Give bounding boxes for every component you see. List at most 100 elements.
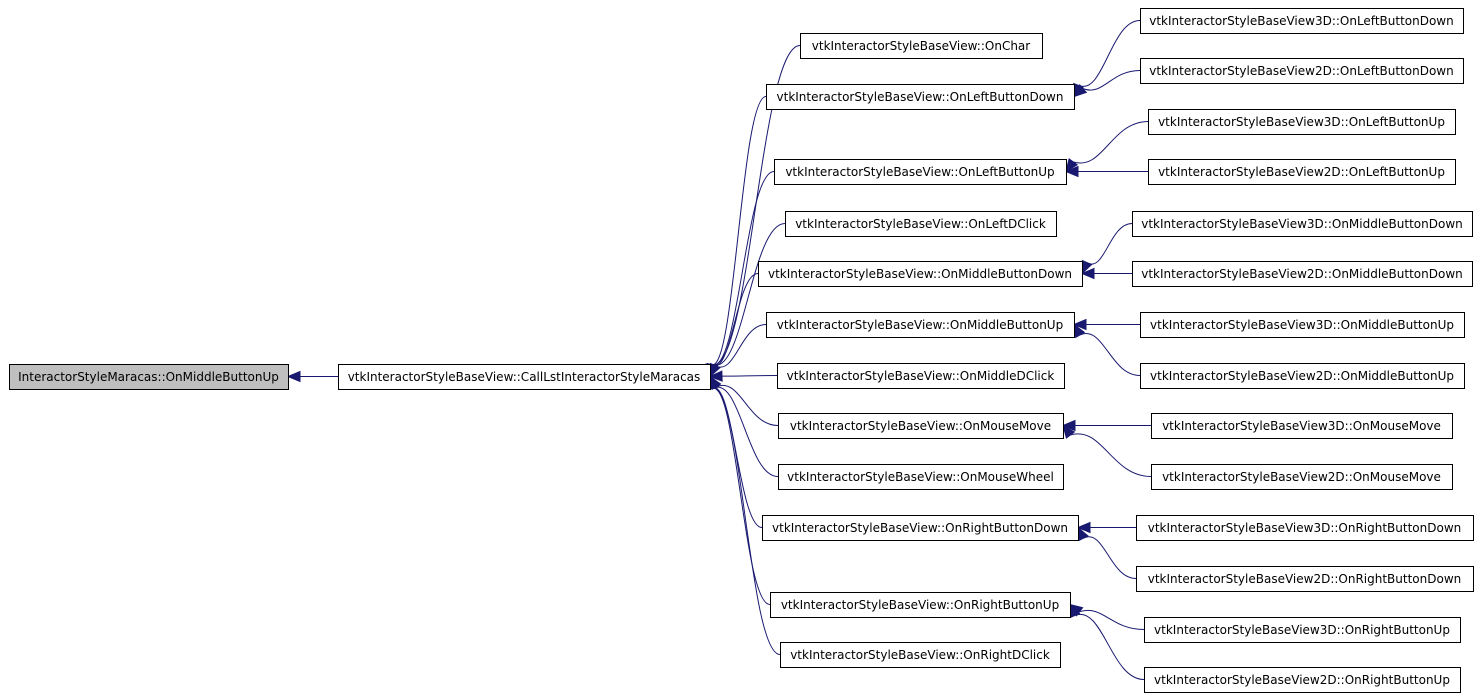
edge-line	[710, 96, 767, 366]
arrowhead-icon	[1073, 83, 1088, 98]
edge-v3d_rightdown-to-onrightdown	[1076, 521, 1137, 534]
arrowhead-icon	[1061, 419, 1076, 432]
edge-layer	[286, 20, 1152, 680]
node-v2d_leftup[interactable]: vtkInteractorStyleBaseView2D::OnLeftButt…	[1148, 159, 1456, 185]
node-box	[778, 464, 1064, 490]
node-label: vtkInteractorStyleBaseView::OnMouseMove	[790, 419, 1051, 433]
node-label: vtkInteractorStyleBaseView::OnLeftButton…	[785, 165, 1054, 179]
node-box	[770, 592, 1071, 618]
edge-line	[1079, 332, 1141, 376]
edge-line	[1082, 70, 1141, 91]
node-box	[1148, 159, 1456, 185]
edge-v2d_middleup-to-onmiddleup	[1073, 323, 1141, 376]
edge-v2d_leftdown-to-onleftdown	[1073, 70, 1141, 98]
node-label: vtkInteractorStyleBaseView3D::OnRightBut…	[1154, 623, 1450, 637]
edge-onleftdown-to-call	[705, 96, 767, 378]
node-onmiddledown[interactable]: vtkInteractorStyleBaseView::OnMiddleButt…	[758, 261, 1083, 287]
edge-v2d_rightup-to-onrightup	[1069, 603, 1145, 680]
node-box	[9, 364, 289, 390]
node-label: vtkInteractorStyleBaseView::OnRightButto…	[781, 598, 1059, 612]
node-v2d_rightup[interactable]: vtkInteractorStyleBaseView2D::OnRightBut…	[1144, 667, 1461, 693]
edge-onmiddledclick-to-call	[708, 370, 778, 382]
node-v3d_rightup[interactable]: vtkInteractorStyleBaseView3D::OnRightBut…	[1144, 617, 1461, 643]
node-box	[774, 159, 1067, 185]
node-box	[1140, 8, 1464, 34]
edge-line	[721, 375, 778, 377]
node-label: vtkInteractorStyleBaseView::CallLstInter…	[348, 370, 701, 384]
node-label: vtkInteractorStyleBaseView::OnMiddleButt…	[768, 267, 1072, 281]
node-v2d_middleup[interactable]: vtkInteractorStyleBaseView2D::OnMiddleBu…	[1140, 363, 1465, 389]
edge-line	[1072, 121, 1149, 164]
node-box	[785, 211, 1057, 237]
node-onleftdown[interactable]: vtkInteractorStyleBaseView::OnLeftButton…	[766, 84, 1075, 110]
arrowhead-icon	[1076, 521, 1091, 534]
edge-v3d_leftdown-to-onleftdown	[1073, 20, 1141, 98]
edge-v3d_rightup-to-onrightup	[1068, 603, 1145, 630]
node-v2d_middledown[interactable]: vtkInteractorStyleBaseView2D::OnMiddleBu…	[1132, 261, 1473, 287]
edge-onmousemove-to-call	[709, 375, 779, 426]
node-box	[1140, 312, 1465, 338]
node-onrightdclick[interactable]: vtkInteractorStyleBaseView::OnRightDClic…	[780, 642, 1061, 668]
node-onmousewheel[interactable]: vtkInteractorStyleBaseView::OnMouseWheel	[778, 464, 1064, 490]
node-label: vtkInteractorStyleBaseView2D::OnMouseMov…	[1162, 470, 1441, 484]
node-v2d_leftdown[interactable]: vtkInteractorStyleBaseView2D::OnLeftButt…	[1140, 58, 1464, 84]
node-onmousemove[interactable]: vtkInteractorStyleBaseView::OnMouseMove	[778, 413, 1064, 439]
edge-line	[712, 273, 759, 367]
node-box	[777, 363, 1065, 389]
node-onleftdclick[interactable]: vtkInteractorStyleBaseView::OnLeftDClick	[785, 211, 1057, 237]
node-v2d_rightdown[interactable]: vtkInteractorStyleBaseView2D::OnRightBut…	[1136, 566, 1474, 592]
node-box	[780, 642, 1061, 668]
node-box	[1136, 566, 1474, 592]
node-label: vtkInteractorStyleBaseView2D::OnMiddleBu…	[1141, 267, 1463, 281]
node-onrightdown[interactable]: vtkInteractorStyleBaseView::OnRightButto…	[762, 515, 1079, 541]
node-box	[766, 84, 1075, 110]
node-label: vtkInteractorStyleBaseView2D::OnLeftButt…	[1149, 64, 1453, 78]
node-box	[1151, 464, 1453, 490]
node-v3d_mousemove[interactable]: vtkInteractorStyleBaseView3D::OnMouseMov…	[1151, 413, 1453, 439]
node-onleftup[interactable]: vtkInteractorStyleBaseView::OnLeftButton…	[774, 159, 1067, 185]
arrowhead-icon	[1072, 318, 1087, 331]
arrowhead-icon	[708, 370, 723, 382]
arrowhead-icon	[1064, 165, 1079, 178]
node-label: vtkInteractorStyleBaseView::OnRightDClic…	[790, 648, 1050, 662]
node-v3d_middleup[interactable]: vtkInteractorStyleBaseView3D::OnMiddleBu…	[1140, 312, 1465, 338]
node-label: vtkInteractorStyleBaseView::OnMiddleButt…	[777, 318, 1063, 332]
node-v3d_middledown[interactable]: vtkInteractorStyleBaseView3D::OnMiddleBu…	[1132, 211, 1473, 237]
edge-line	[711, 387, 763, 528]
node-v3d_leftdown[interactable]: vtkInteractorStyleBaseView3D::OnLeftButt…	[1140, 8, 1464, 34]
node-v3d_leftup[interactable]: vtkInteractorStyleBaseView3D::OnLeftButt…	[1148, 109, 1456, 135]
node-label: vtkInteractorStyleBaseView::OnLeftDClick	[795, 217, 1046, 231]
node-label: vtkInteractorStyleBaseView::OnRightButto…	[772, 521, 1068, 535]
node-label: vtkInteractorStyleBaseView3D::OnLeftButt…	[1149, 14, 1453, 28]
edge-call-to-root	[286, 370, 338, 383]
node-label: vtkInteractorStyleBaseView::OnMiddleDCli…	[787, 369, 1055, 383]
node-call[interactable]: vtkInteractorStyleBaseView::CallLstInter…	[338, 364, 711, 390]
node-box	[762, 515, 1079, 541]
node-box	[1144, 667, 1461, 693]
node-box	[1140, 363, 1465, 389]
edge-v3d_leftup-to-onleftup	[1065, 121, 1149, 173]
node-onchar[interactable]: vtkInteractorStyleBaseView::OnChar	[800, 33, 1043, 59]
arrowhead-icon	[1080, 267, 1095, 280]
node-v2d_mousemove[interactable]: vtkInteractorStyleBaseView2D::OnMouseMov…	[1151, 464, 1453, 490]
edge-onrightup-to-call	[705, 375, 771, 605]
edge-line	[711, 171, 775, 366]
node-onmiddledclick[interactable]: vtkInteractorStyleBaseView::OnMiddleDCli…	[777, 363, 1065, 389]
node-layer: InteractorStyleMaracas::OnMiddleButtonUp…	[9, 8, 1474, 693]
arrowhead-icon	[286, 370, 301, 383]
node-root[interactable]: InteractorStyleMaracas::OnMiddleButtonUp	[9, 364, 289, 390]
node-label: vtkInteractorStyleBaseView3D::OnMiddleBu…	[1150, 318, 1454, 332]
node-label: InteractorStyleMaracas::OnMiddleButtonUp	[18, 370, 279, 384]
node-label: vtkInteractorStyleBaseView3D::OnLeftButt…	[1158, 115, 1445, 129]
node-box	[1144, 617, 1461, 643]
edge-v2d_leftup-to-onleftup	[1064, 165, 1148, 178]
node-onmiddleup[interactable]: vtkInteractorStyleBaseView::OnMiddleButt…	[766, 312, 1075, 338]
edge-v3d_middledown-to-onmiddledown	[1081, 223, 1133, 275]
node-v3d_rightdown[interactable]: vtkInteractorStyleBaseView3D::OnRightBut…	[1136, 515, 1474, 541]
node-box	[1140, 58, 1464, 84]
node-onrightup[interactable]: vtkInteractorStyleBaseView::OnRightButto…	[770, 592, 1071, 618]
node-label: vtkInteractorStyleBaseView::OnMouseWheel	[787, 470, 1054, 484]
edge-v3d_mousemove-to-onmousemove	[1061, 419, 1151, 432]
edge-line	[711, 387, 781, 655]
node-box	[338, 364, 711, 390]
